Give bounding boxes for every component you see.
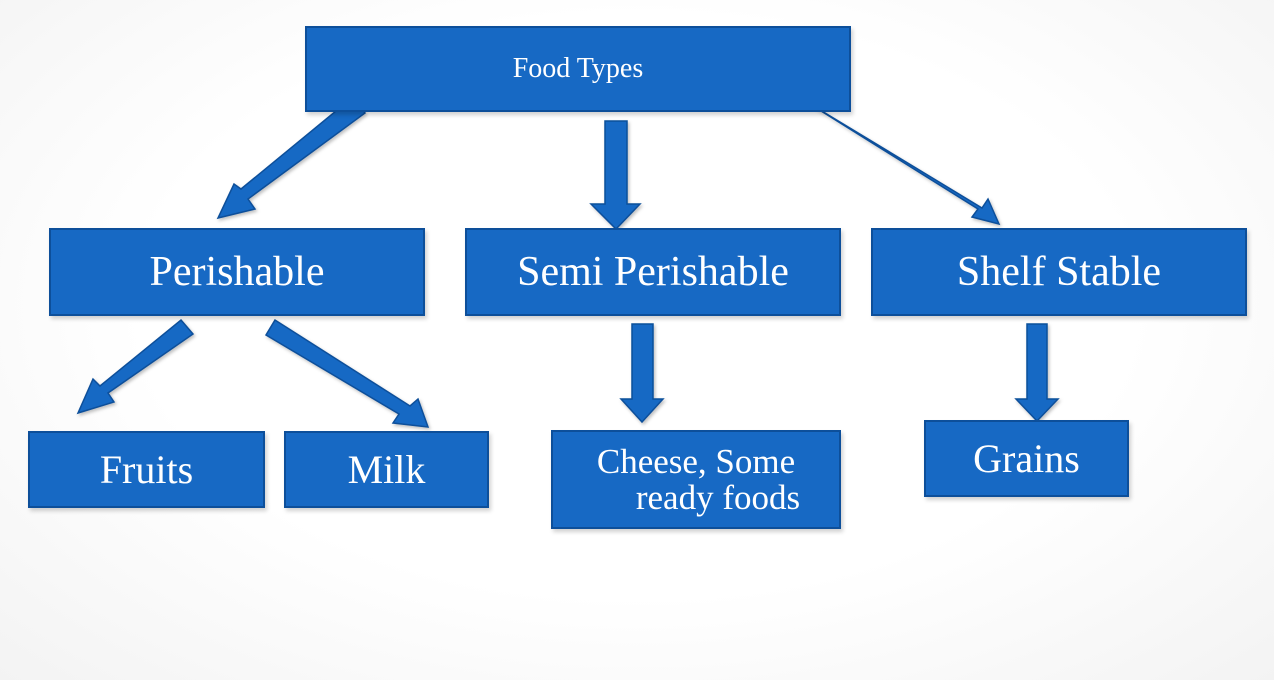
node-cheese-line-1: Cheese, Some	[596, 441, 796, 481]
node-milk-label: Milk	[347, 447, 426, 492]
node-food-types: Food Types	[305, 26, 851, 112]
node-fruits-label: Fruits	[99, 447, 194, 492]
node-shelf-stable: Shelf Stable	[871, 228, 1247, 316]
arrow-root-to-semi-perishable	[589, 120, 642, 231]
node-grains-label: Grains	[973, 436, 1080, 481]
arrow-root-to-perishable	[216, 95, 367, 220]
node-perishable: Perishable	[49, 228, 425, 316]
node-shelf-stable-label: Shelf Stable	[956, 249, 1162, 295]
arrow-perishable-to-fruits	[76, 318, 195, 415]
node-milk: Milk	[284, 431, 489, 508]
node-grains: Grains	[924, 420, 1129, 497]
arrow-shelf-stable-to-grains	[1014, 323, 1060, 423]
node-semi-perishable-label: Semi Perishable	[517, 249, 789, 295]
node-fruits: Fruits	[28, 431, 265, 508]
arrow-perishable-to-milk	[264, 318, 430, 428]
node-perishable-label: Perishable	[149, 249, 325, 295]
node-cheese-ready-foods: Cheese, Some ready foods	[551, 430, 841, 529]
node-cheese-line-2: ready foods	[635, 477, 801, 517]
node-semi-perishable: Semi Perishable	[465, 228, 841, 316]
node-food-types-label: Food Types	[512, 53, 644, 84]
arrow-semi-perishable-to-cheese	[619, 323, 665, 424]
